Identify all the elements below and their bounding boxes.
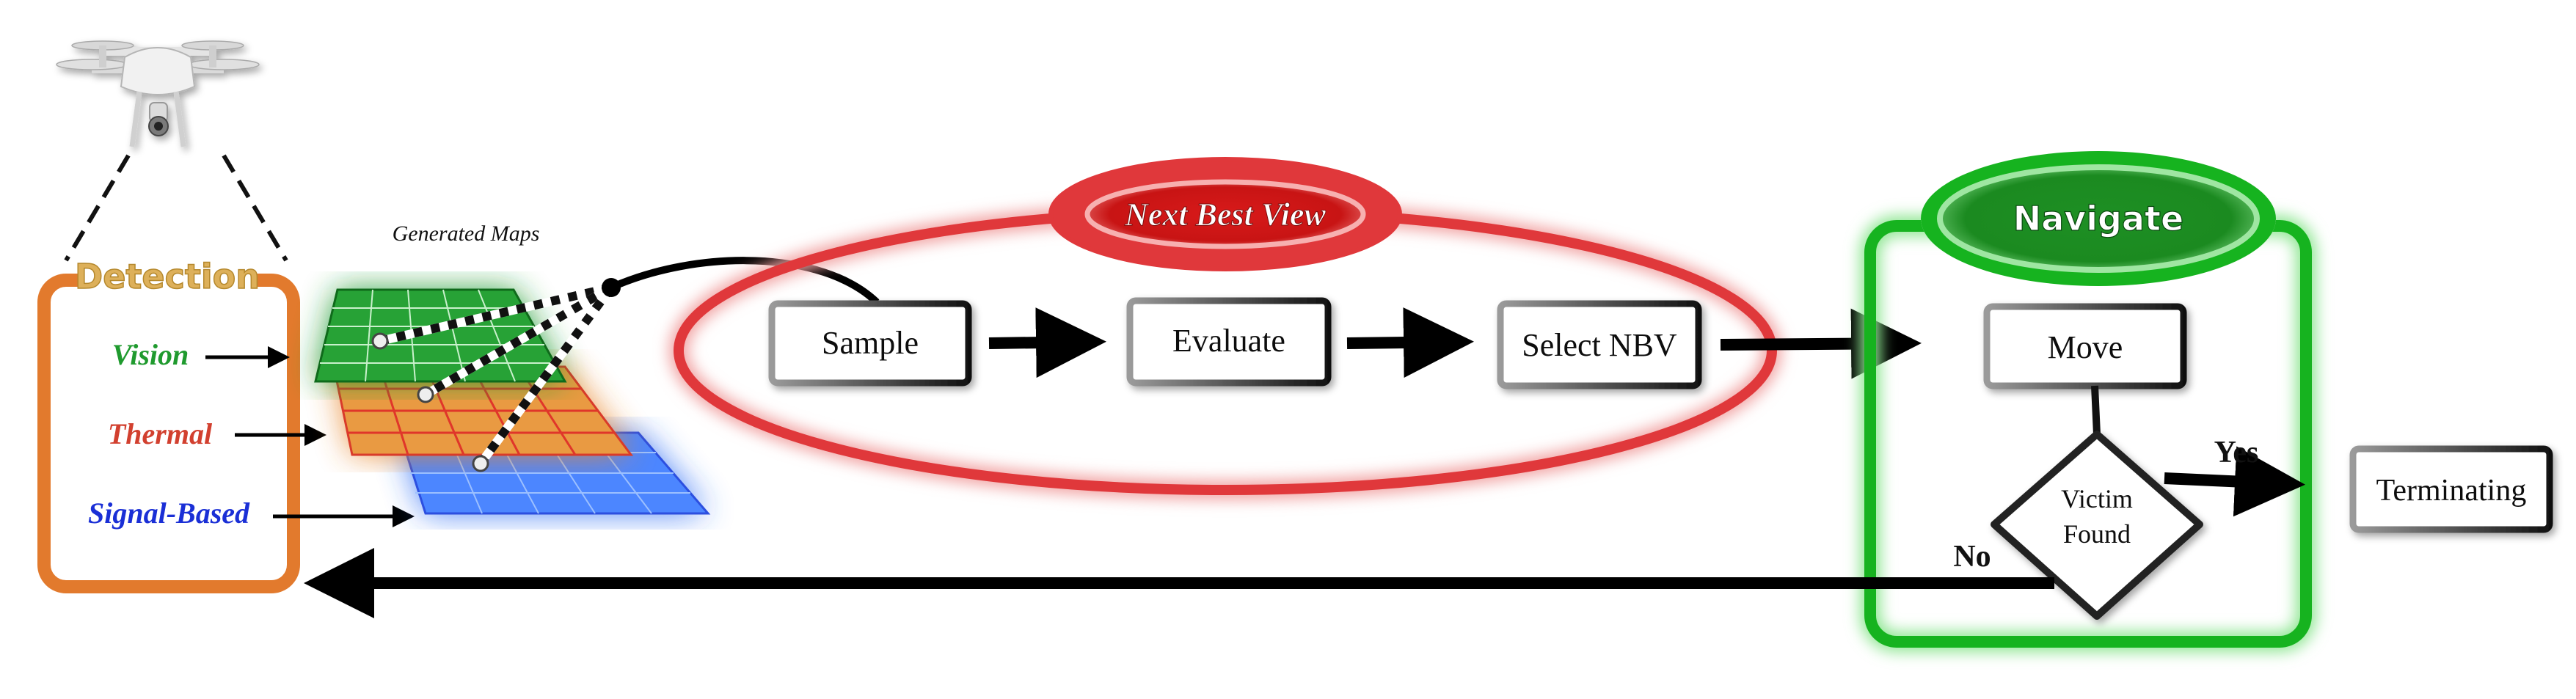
maps-to-sample-link	[609, 257, 880, 305]
nbv-title: Next Best View	[1124, 197, 1326, 233]
fov-line-right	[222, 154, 288, 262]
step-evaluate-label: Evaluate	[1172, 323, 1285, 359]
decision-victim-found: Victim Found	[1991, 431, 2203, 620]
maps-label: Generated Maps	[393, 222, 540, 246]
detection-panel: Detection Vision Thermal Signal-Based	[37, 253, 300, 593]
decision-line1: Victim	[2061, 484, 2133, 513]
step-select-nbv: Select NBV	[1497, 300, 1702, 389]
mode-vision-label: Vision	[112, 338, 189, 371]
mode-signal-label: Signal-Based	[88, 497, 250, 530]
step-sample: Sample	[768, 300, 972, 387]
step-move: Move	[1983, 303, 2187, 389]
step-move-label: Move	[2048, 329, 2123, 365]
terminating-box: Terminating	[2349, 445, 2553, 533]
mode-thermal-label: Thermal	[108, 417, 213, 450]
step-sample-label: Sample	[822, 325, 919, 361]
yes-label: Yes	[2214, 436, 2259, 469]
map-sample-links	[371, 278, 621, 472]
terminating-label: Terminating	[2376, 474, 2527, 508]
move-to-decision-line	[2091, 385, 2101, 435]
navigate-title: Navigate	[2013, 199, 2183, 238]
arrow-select-move	[1720, 308, 1922, 379]
fov-line-left	[64, 154, 131, 262]
detection-title: Detection	[75, 257, 260, 296]
arrow-evaluate-select	[1346, 307, 1474, 378]
nbv-module: Next Best View Sample Evaluate Select NB…	[669, 157, 1781, 499]
step-select-nbv-label: Select NBV	[1522, 327, 1677, 363]
decision-line2: Found	[2063, 519, 2131, 549]
navigate-module: Navigate Move Victim Found No	[1860, 151, 2316, 652]
step-evaluate: Evaluate	[1126, 297, 1332, 387]
no-label: No	[1953, 540, 1991, 574]
generated-maps	[314, 278, 711, 515]
drone-icon	[56, 40, 260, 147]
arrow-sample-evaluate	[988, 307, 1106, 378]
arrow-yes	[2164, 446, 2305, 517]
